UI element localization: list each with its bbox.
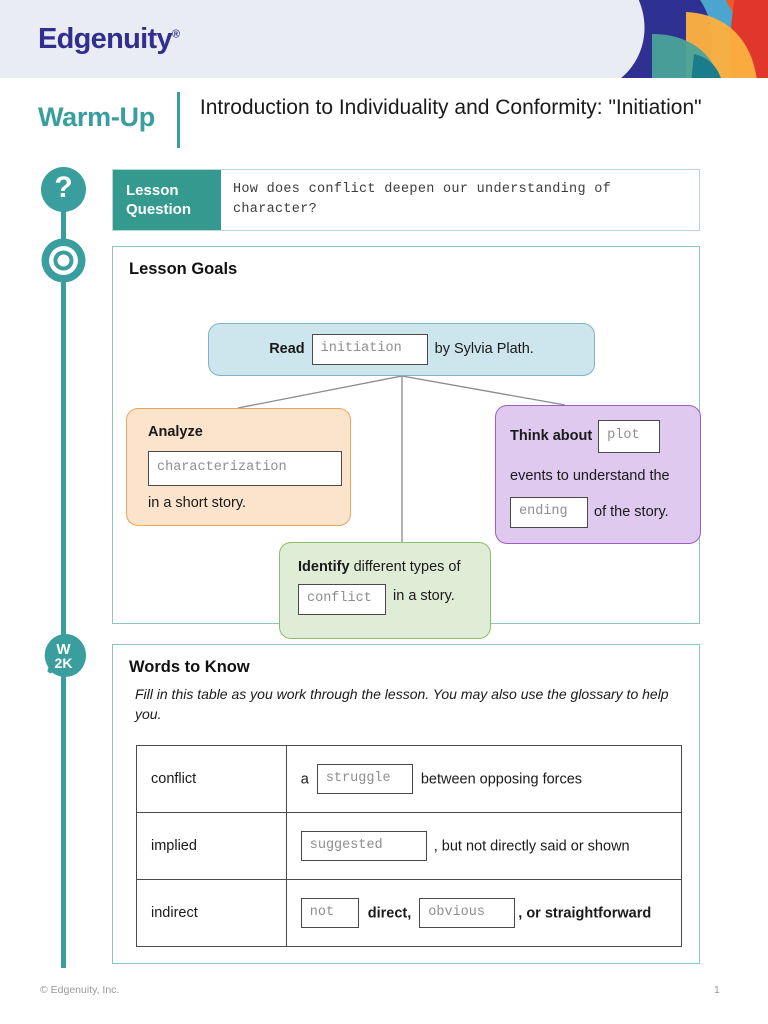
copyright-text: © Edgenuity, Inc. <box>40 984 120 996</box>
table-row: indirect not direct, obvious, or straightf… <box>136 879 683 947</box>
section-timeline-rail <box>61 178 66 968</box>
goal-think-blank-ending[interactable]: ending <box>510 496 588 528</box>
words-to-know-panel: Words to Know Fill in this table as you … <box>112 644 700 964</box>
goal-think-blank-plot[interactable]: plot <box>598 420 661 453</box>
words-to-know-title: Words to Know <box>129 658 250 676</box>
goal-think-suffix: of the story. <box>594 503 669 520</box>
goal-read-prefix: Read <box>269 340 305 357</box>
vocab-after: between opposing forces <box>420 770 583 787</box>
lesson-title-row: Warm-Up Introduction to Individuality an… <box>0 78 768 160</box>
lesson-question-label-line1: Lesson <box>126 182 179 199</box>
vocab-blank-suggested[interactable]: suggested <box>300 830 427 862</box>
goal-analyze-box: Analyze characterization in a short stor… <box>126 408 351 526</box>
vocabulary-table: conflict a struggle between opposing force… <box>136 745 683 947</box>
vocab-after: , but not directly said or shown <box>433 837 630 854</box>
goal-think-box: Think about plot events to understand th… <box>495 405 701 544</box>
vocab-after: direct, <box>367 904 412 921</box>
lesson-goals-title: Lesson Goals <box>129 260 238 278</box>
vocab-term: implied <box>136 812 287 880</box>
table-row: conflict a struggle between opposing force… <box>136 745 683 813</box>
question-mark-icon: ? <box>41 167 86 212</box>
goal-identify-blank[interactable]: conflict <box>298 584 386 615</box>
vocab-blank-not[interactable]: not <box>300 897 359 929</box>
vocab-definition: not direct, obvious, or straightforward <box>285 879 683 947</box>
app-header: Edgenuity® <box>0 0 768 78</box>
lesson-goals-diagram: Read initiation by Sylvia Plath. Analyze… <box>113 279 701 639</box>
goal-identify-box: Identify different types of conflict in … <box>279 542 491 639</box>
diagram-connector-lines <box>237 375 566 542</box>
question-mark-glyph: ? <box>54 171 73 204</box>
vocab-term: indirect <box>136 879 287 947</box>
vocab-blank-obvious[interactable]: obvious <box>419 897 516 929</box>
goal-identify-suffix: in a story. <box>393 587 455 604</box>
goal-identify-prefix-rest: different types of <box>349 559 461 575</box>
goal-identify-prefix: Identify <box>298 559 350 575</box>
lesson-question-text: How does conflict deepen our understandi… <box>221 170 699 230</box>
vocab-definition: a struggle between opposing forces <box>285 745 683 813</box>
edgenuity-petal-logo-icon <box>620 0 768 78</box>
goal-analyze-blank[interactable]: characterization <box>148 451 342 486</box>
vocab-before: a <box>300 770 309 787</box>
svg-text:2K: 2K <box>55 655 73 671</box>
words-to-know-instructions: Fill in this table as you work through t… <box>135 686 669 722</box>
table-row: implied suggested , but not directly said… <box>136 812 683 880</box>
svg-text:W: W <box>56 641 71 658</box>
page-title: Introduction to Individuality and Confor… <box>199 96 702 119</box>
lesson-goals-panel: Lesson Goals Read initiation by Sylvia P… <box>112 246 701 639</box>
goal-read-blank[interactable]: initiation <box>311 334 428 365</box>
activity-type-label: Warm-Up <box>38 102 155 132</box>
goal-read-suffix: by Sylvia Plath. <box>434 340 534 357</box>
goal-analyze-suffix: in a short story. <box>148 494 247 511</box>
goal-identify-headline: Identify different types of <box>298 557 490 578</box>
target-ring-icon <box>41 238 86 283</box>
lesson-question-label: Lesson Question <box>113 170 221 230</box>
lesson-question-label-line2: Question <box>126 201 192 219</box>
words-to-know-icon: W 2K <box>44 633 86 677</box>
page-number: 1 <box>714 984 720 996</box>
vocab-term: conflict <box>136 745 287 813</box>
vocab-tail: , or straightforward <box>518 904 652 921</box>
title-divider <box>176 92 180 148</box>
edgenuity-logo: Edgenuity® <box>38 23 180 56</box>
goal-think-prefix: Think about <box>510 427 593 444</box>
logo-wordmark: Edgenuity <box>38 23 173 55</box>
goal-analyze-prefix: Analyze <box>148 424 203 440</box>
goal-read-box: Read initiation by Sylvia Plath. <box>208 323 595 376</box>
goal-think-middle: events to understand the <box>510 467 670 484</box>
vocab-blank-struggle[interactable]: struggle <box>316 763 413 795</box>
lesson-question-block: Lesson Question How does conflict deepen… <box>112 169 700 231</box>
vocab-definition: suggested , but not directly said or show… <box>285 812 683 880</box>
registered-mark: ® <box>171 28 180 41</box>
